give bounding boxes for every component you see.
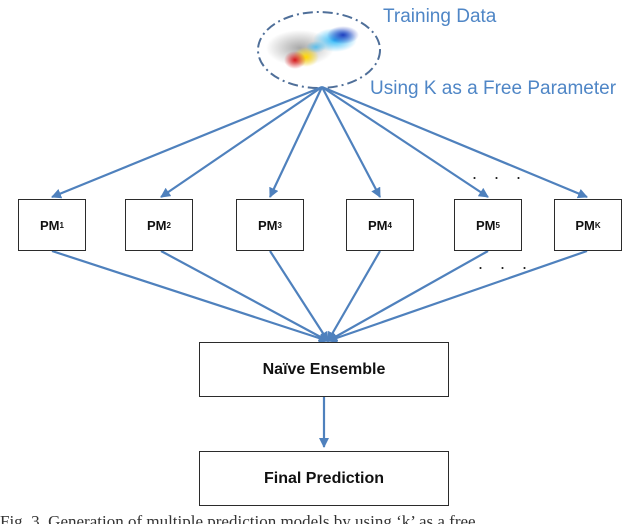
pm-1-subscript: 1 [59, 220, 64, 230]
fan-in-arrows [51, 249, 588, 343]
pm-3-label: PM [258, 217, 278, 233]
naive-ensemble-label: Naïve Ensemble [262, 360, 386, 378]
pm-k-subscript: K [594, 220, 601, 230]
training-data-label: Training Data [383, 6, 497, 27]
figure-caption: Fig. 3. Generation of multiple predictio… [0, 512, 476, 524]
final-prediction-label: Final Prediction [263, 469, 384, 487]
top-ellipsis: . . . [472, 163, 528, 183]
naive-ensemble-box: Naïve Ensemble [199, 342, 449, 397]
pm-2-label: PM [147, 217, 167, 233]
final-prediction-box: Final Prediction [199, 451, 449, 506]
training-data-image [257, 11, 381, 89]
pm-4-subscript: 4 [387, 220, 392, 230]
pm-5-label: PM [476, 217, 496, 233]
bottom-ellipsis: . . . [478, 253, 534, 273]
pm-2-subscript: 2 [166, 220, 171, 230]
pm-3-subscript: 3 [277, 220, 282, 230]
fan-out-arrows [51, 85, 588, 199]
pm-1-label: PM [40, 217, 60, 233]
pm-k-label: PM [575, 217, 595, 233]
free-parameter-label: Using K as a Free Parameter [370, 78, 617, 99]
pm-4-label: PM [368, 217, 388, 233]
pm-5-subscript: 5 [495, 220, 500, 230]
